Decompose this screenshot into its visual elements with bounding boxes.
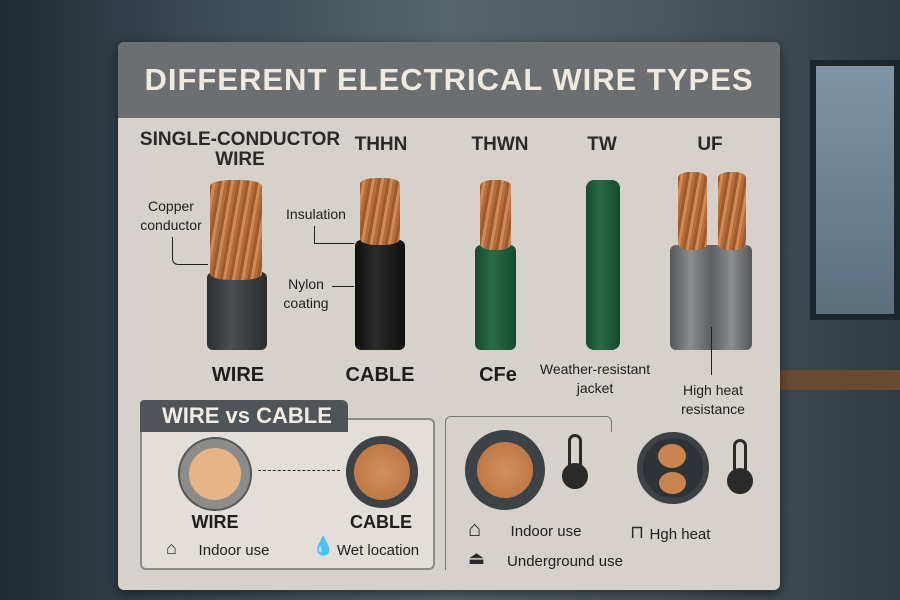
callout-insulation: Insulation: [286, 206, 346, 222]
label-wire: WIRE: [211, 364, 265, 386]
jacket-thhn: [355, 240, 405, 350]
copper-thhn: [360, 178, 400, 245]
label-cfe: CFe: [479, 364, 517, 386]
uf-conductor: [659, 472, 686, 494]
underground-icon: ⏏: [468, 548, 486, 568]
uf-conductor: [658, 444, 686, 468]
thermometer-icon: [727, 439, 753, 494]
background-desk: [780, 370, 900, 390]
arrow-icon: [172, 237, 208, 265]
arrow-icon: [314, 226, 354, 244]
jacket-single: [207, 272, 267, 350]
cable-cross-section: [346, 436, 418, 508]
thwn-cross-section: [465, 430, 545, 510]
label-line: Weather-resistant: [539, 361, 651, 377]
copper-thwn: [480, 180, 511, 250]
callout-line: [711, 327, 712, 375]
page-title: DIFFERENT ELECTRICAL WIRE TYPES: [144, 62, 754, 97]
jacket-thwn: [475, 245, 516, 350]
water-drop-icon: 💧: [312, 536, 335, 556]
wvc-indoor: Indoor use: [198, 542, 270, 559]
header-band: DIFFERENT ELECTRICAL WIRE TYPES: [118, 42, 780, 118]
thermometer-icon: [562, 434, 588, 489]
label-heat: High heat resistance: [681, 381, 745, 419]
col-header-line: SINGLE-CONDUCTOR: [139, 129, 341, 150]
rp-indoor: Indoor use: [510, 523, 582, 540]
col-header-uf: UF: [697, 134, 723, 155]
col-header-thwn: THWN: [471, 134, 529, 155]
jacket-tw: [586, 180, 620, 350]
callout-nylon: Nylon coating: [283, 275, 328, 313]
rp-heat: Hgh heat: [649, 526, 711, 543]
copper-uf-2: [718, 172, 746, 250]
callout-line: coating: [283, 295, 329, 311]
infographic-board: DIFFERENT ELECTRICAL WIRE TYPES SINGLE-C…: [118, 42, 780, 590]
callout-copper: Copper conductor: [140, 197, 201, 235]
label-line: jacket: [576, 380, 614, 396]
wvc-wire-label: WIRE: [191, 512, 239, 532]
label-line: High heat: [683, 382, 743, 398]
house-icon: ⌂: [468, 516, 482, 541]
wvc-cable-label: CABLE: [350, 512, 412, 532]
callout-line: [332, 286, 354, 287]
heat-icon: ⊓: [630, 522, 645, 542]
label-weather: Weather-resistant jacket: [540, 360, 650, 398]
background-window: [810, 60, 900, 320]
right-panel-frame: [445, 416, 612, 432]
label-line: resistance: [681, 401, 745, 417]
wvc-wet: Wet location: [336, 542, 420, 559]
callout-line: Copper: [148, 198, 194, 214]
col-header-thhn: THHN: [354, 134, 408, 155]
callout-line: conductor: [140, 217, 202, 233]
copper-single: [210, 180, 262, 280]
wire-cross-section: [180, 439, 250, 509]
label-cable: CABLE: [345, 364, 415, 386]
callout-line: Nylon: [288, 276, 324, 292]
rp-underground: Underground use: [507, 553, 623, 570]
arrow-icon: [258, 470, 340, 471]
col-header-line: WIRE: [215, 149, 265, 170]
right-panel-frame: [445, 430, 446, 570]
wire-vs-cable-title: WIRE vs CABLE: [140, 400, 348, 432]
house-icon: ⌂: [166, 538, 177, 558]
col-header-tw: TW: [587, 134, 617, 155]
copper-uf-1: [678, 172, 707, 250]
